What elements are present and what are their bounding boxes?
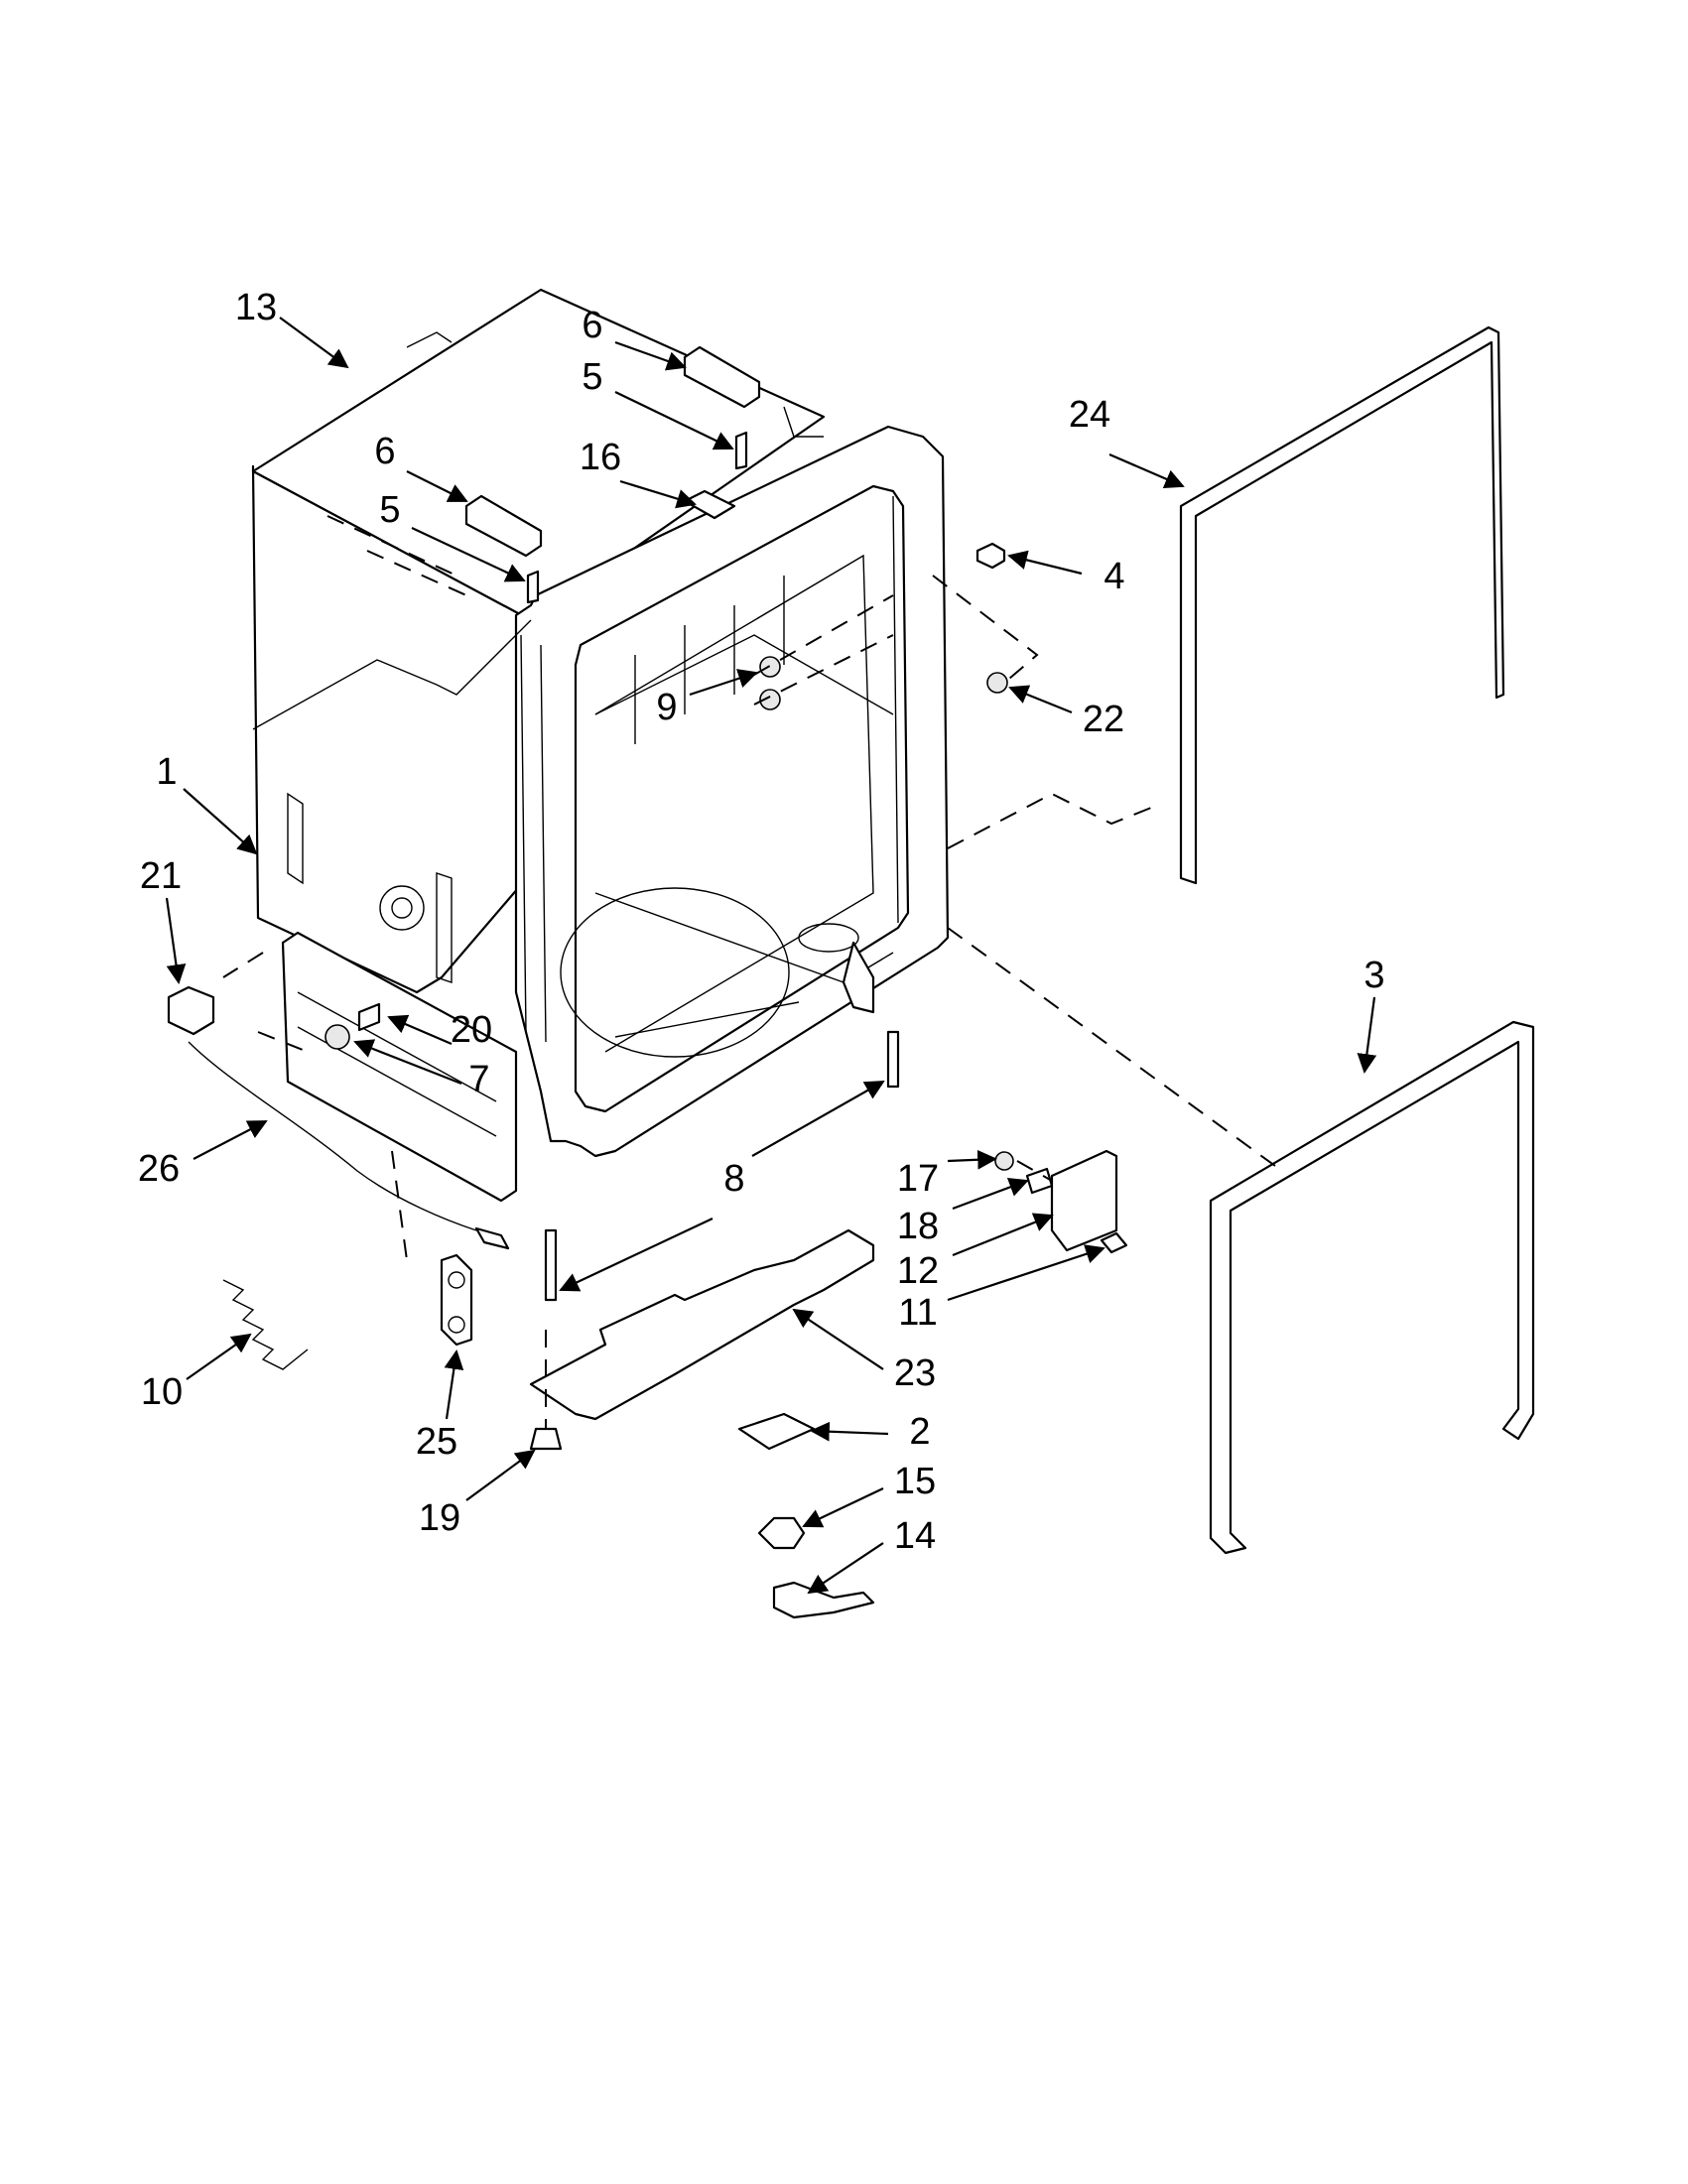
callout-3: 3: [1363, 955, 1384, 996]
washer-17: [994, 1151, 1014, 1171]
screw-top: [734, 431, 748, 470]
callout-9: 10: [141, 1371, 183, 1413]
callout-4: 4: [1104, 556, 1124, 597]
callout-5-mid: 5: [379, 489, 400, 531]
callout-17: 17: [897, 1158, 939, 1200]
screw-18: [1025, 1167, 1054, 1195]
block-21: [167, 985, 215, 1036]
bracket-25: [440, 1253, 473, 1347]
callout-1: 1: [156, 751, 177, 793]
callout-14: 14: [894, 1515, 936, 1557]
callout-7: 7: [468, 1059, 489, 1100]
callout-8: 8: [723, 1158, 744, 1200]
callout-19: 19: [419, 1497, 460, 1539]
cable-26: [188, 1041, 477, 1231]
dishwasher-tub: [251, 288, 950, 1203]
clip-16: [683, 489, 736, 520]
callout-15: 15: [894, 1461, 936, 1502]
callout-13: 13: [235, 287, 277, 328]
callout-20: 20: [451, 1009, 492, 1051]
screw-20: [357, 1002, 381, 1032]
cable-plug: [474, 1226, 510, 1250]
callout-2: 2: [909, 1411, 930, 1453]
leveling-leg-front: [544, 1228, 558, 1302]
callout-16: 16: [580, 437, 621, 478]
leveling-leg-rear: [886, 1030, 900, 1089]
callout-5-top: 5: [582, 356, 602, 398]
hinge-bracket-mid: [464, 494, 543, 558]
hinge-bracket-top: [683, 345, 761, 409]
pad-2: [737, 1412, 816, 1451]
base-plate-23: [529, 1228, 875, 1421]
callout-21: 21: [140, 855, 182, 897]
callout-10: 9: [656, 687, 677, 728]
callout-11: 11: [898, 1292, 937, 1334]
spring-9: [222, 1279, 309, 1370]
callout-6-mid: 6: [374, 431, 395, 472]
callout-22: 22: [1083, 699, 1124, 740]
wheel-7: [325, 1024, 350, 1050]
bracket-14: [772, 1581, 875, 1619]
callout-24: 24: [1069, 394, 1110, 436]
gasket-24: [1179, 325, 1505, 885]
callout-26: 26: [138, 1148, 180, 1190]
screw-11: [1100, 1231, 1128, 1254]
callout-25: 25: [416, 1421, 457, 1463]
callout-6-top: 6: [582, 305, 602, 346]
gasket-3: [1209, 1020, 1535, 1555]
plug-22: [986, 672, 1008, 694]
float-15: [757, 1516, 806, 1550]
callout-23: 23: [894, 1352, 936, 1394]
foot-19: [529, 1427, 563, 1451]
bracket-12: [1050, 1149, 1118, 1252]
callout-12: 12: [897, 1250, 939, 1292]
screw-4: [975, 542, 1006, 570]
screw-mid: [526, 570, 540, 604]
callout-18: 18: [897, 1206, 939, 1247]
bearing-lower: [759, 689, 781, 710]
